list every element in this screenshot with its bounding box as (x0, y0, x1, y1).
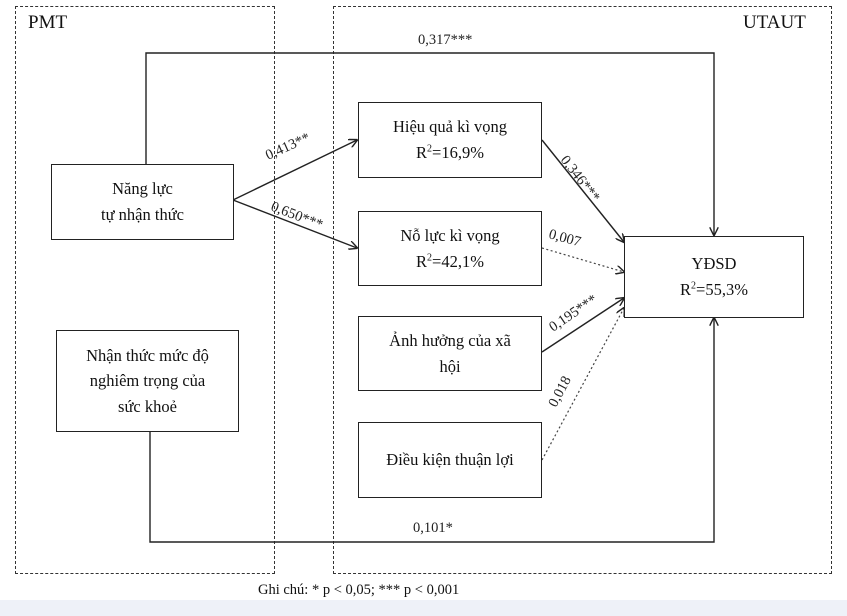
box-intention: YĐSD R2=55,3% (624, 236, 804, 318)
severity-line1: Nhận thức mức độ (86, 345, 209, 365)
coef-severity-to-intention: 0,101* (413, 520, 453, 536)
path-severity-to-intention (149, 318, 714, 543)
coef-performance-to-intention: 0,346*** (557, 153, 603, 206)
social-line2: hội (439, 356, 461, 376)
severity-line2: nghiêm trọng của (89, 371, 206, 391)
effort-line1: Nỗ lực kì vọng (400, 225, 500, 245)
coef-conditions-to-intention: 0,018 (545, 374, 574, 410)
severity-line3: sức khoẻ (118, 396, 177, 416)
coef-self-to-effort: 0,650*** (269, 199, 325, 233)
box-social: Ảnh hưởng của xã hội (358, 316, 542, 391)
conditions-line1: Điều kiện thuận lợi (386, 450, 514, 470)
path-arrows: 0,317*** 0,413** 0,650*** 0,346*** 0,007… (145, 32, 847, 543)
box-severity: Nhận thức mức độ nghiêm trọng của sức kh… (56, 330, 239, 432)
coef-self-to-performance: 0,413** (263, 130, 313, 164)
path-conditions-to-intention (541, 308, 624, 461)
coef-effort-to-intention: 0,007 (547, 226, 583, 250)
significance-note: Ghi chú: * p < 0,05; *** p < 0,001 (258, 582, 460, 598)
effort-r2: R2=42,1% (416, 251, 484, 271)
path-self-to-intention (145, 52, 714, 235)
box-conditions: Điều kiện thuận lợi (358, 422, 542, 498)
pmt-region (15, 6, 275, 574)
path-social-to-intention (541, 298, 624, 353)
path-self-to-effort (232, 199, 357, 248)
intention-r2: R2=55,3% (680, 280, 748, 299)
path-performance-to-intention (541, 139, 624, 242)
social-line1: Ảnh hưởng của xã (389, 330, 511, 350)
box-self-efficacy: Năng lực tự nhận thức (51, 164, 234, 240)
performance-r2: R2=16,9% (416, 143, 484, 162)
intention-line1: YĐSD (691, 254, 737, 274)
path-self-to-performance (232, 140, 357, 201)
path-effort-to-intention (541, 247, 624, 272)
coef-social-to-intention: 0,195*** (546, 292, 600, 336)
box-performance: Hiệu quả kì vọng R2=16,9% (358, 102, 542, 178)
self-efficacy-line1: Năng lực (112, 179, 173, 199)
box-effort: Nỗ lực kì vọng R2=42,1% (358, 211, 542, 286)
utaut-region (333, 6, 832, 574)
self-efficacy-line2: tự nhận thức (101, 205, 184, 224)
pmt-label: PMT (28, 12, 68, 33)
coef-self-to-intention: 0,317*** (418, 32, 472, 48)
performance-line1: Hiệu quả kì vọng (392, 117, 508, 137)
utaut-label: UTAUT (743, 12, 806, 33)
diagram-canvas: PMT UTAUT 0,317*** 0,413** 0,650*** 0,34… (0, 0, 847, 600)
